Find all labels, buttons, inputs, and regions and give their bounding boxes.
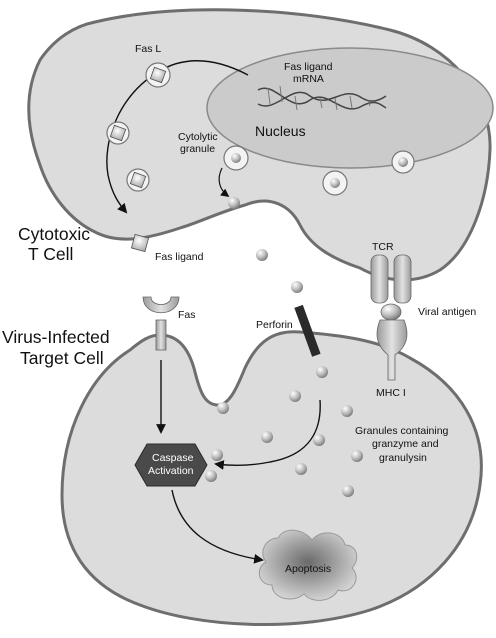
fas-ligand-mrna-label-2: mRNA: [293, 73, 324, 85]
tcr-label: TCR: [372, 241, 394, 253]
mhc-label: MHC I: [376, 387, 406, 399]
perforin-pore: [294, 304, 321, 357]
fas-ligand-label: Fas ligand: [155, 251, 204, 263]
granules: [205, 249, 363, 543]
tcr-mhc-complex: [370, 254, 412, 381]
fas-l-vesicle: [126, 168, 150, 192]
target-label-2: Target Cell: [20, 348, 104, 368]
cytolytic-label-1: Cytolytic: [178, 131, 218, 143]
fas-l-vesicle: [145, 62, 171, 88]
fas-ligand-mrna-label-1: Fas ligand: [284, 61, 333, 73]
fas-ligand-membrane-cube: [130, 233, 150, 253]
granules-label-2: granzyme and: [372, 438, 439, 450]
fas-label: Fas: [178, 309, 196, 321]
fas-l-transport-arrow: [106, 60, 249, 214]
cytotoxic-label-1: Cytotoxic: [18, 224, 90, 244]
cytotoxic-label-2: T Cell: [28, 244, 73, 264]
apoptosis-label: Apoptosis: [285, 563, 331, 575]
nucleus: [206, 47, 494, 169]
target-label-1: Virus-Infected: [2, 327, 110, 347]
fas-receptor-icon: [142, 296, 180, 351]
granules-label-3: granulysin: [379, 452, 427, 464]
target-cell-membrane: [60, 330, 483, 627]
caspase-label-1: Caspase: [152, 452, 194, 464]
cytolytic-label-2: granule: [180, 143, 215, 155]
mrna-helix-icon: [257, 85, 387, 111]
granule-release-arrow: [218, 167, 230, 198]
granules-label-1: Granules containing: [355, 425, 449, 437]
cytolytic-granule-vesicle: [223, 145, 249, 171]
caspase-activation-node: [134, 443, 208, 487]
viral-antigen-label: Viral antigen: [418, 306, 476, 318]
fas-l-vesicle: [106, 121, 130, 145]
fas-l-label: Fas L: [135, 43, 161, 55]
cytolytic-granule-vesicle: [322, 170, 348, 196]
cytolytic-granule-vesicle: [391, 150, 415, 174]
caspase-label-2: Activation: [148, 465, 194, 477]
apoptosis-blob: [258, 529, 358, 601]
nucleus-label: Nucleus: [255, 123, 306, 139]
granzyme-to-caspase-arrow: [214, 399, 321, 470]
caspase-to-apoptosis-arrow: [171, 489, 264, 564]
perforin-label: Perforin: [256, 319, 293, 331]
exiting-granule: [228, 197, 240, 209]
